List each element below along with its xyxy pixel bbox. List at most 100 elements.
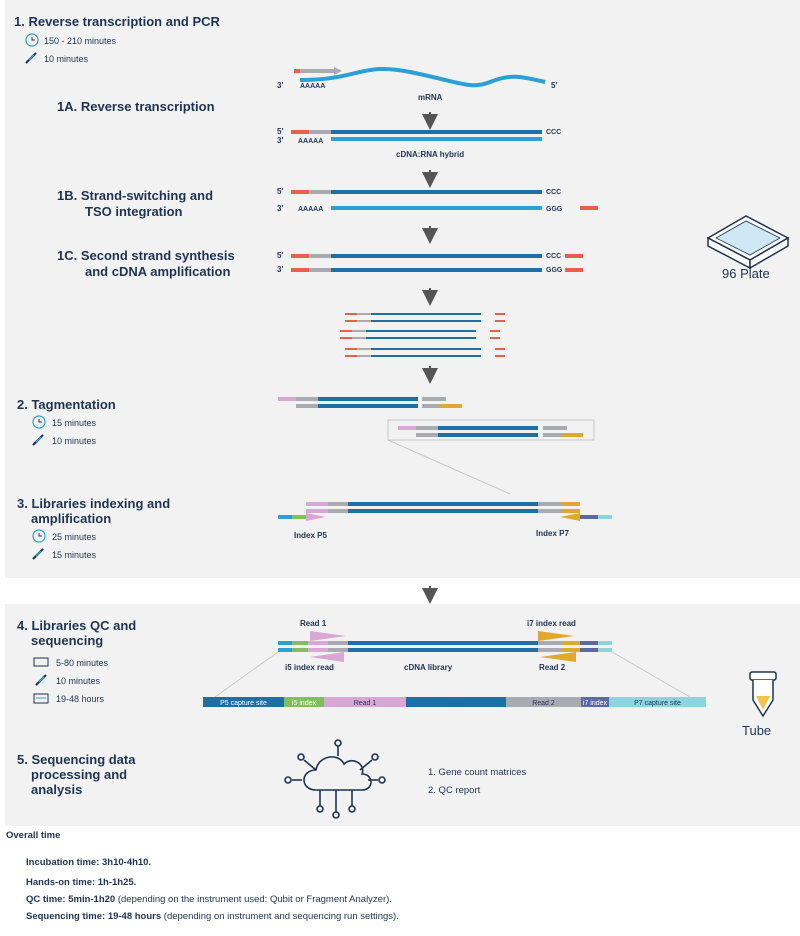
three-prime-label: 3' — [277, 265, 283, 274]
step3-title-line2: amplification — [31, 511, 112, 526]
library-segment — [406, 697, 506, 707]
three-prime-label: 3' — [277, 204, 283, 213]
step1c-title-line2: and cDNA amplification — [85, 264, 231, 279]
step3-title-line1: 3. Libraries indexing and — [17, 496, 171, 511]
sequencing-library — [214, 631, 691, 698]
five-prime-label: 5' — [277, 251, 283, 260]
ccc-label: CCC — [546, 189, 561, 196]
library-segment-label: P5 capture site — [220, 700, 267, 707]
ccc-label: CCC — [546, 129, 561, 136]
step5-title-line1: 5. Sequencing data — [17, 752, 136, 767]
tube-label: Tube — [742, 723, 772, 738]
library-segment-label: Read 1 — [354, 700, 377, 707]
read2-label: Read 2 — [539, 663, 566, 672]
footer-seq-rest: (depending on instrument and sequencing … — [161, 911, 399, 922]
hybrid-label: cDNA:RNA hybrid — [396, 150, 465, 159]
step5-title-line3: analysis — [31, 782, 83, 797]
copy-red-end — [490, 337, 500, 339]
copy-red-end — [495, 348, 505, 350]
ccc-label: CCC — [546, 253, 561, 260]
step1-handson: 10 minutes — [44, 54, 89, 64]
copy-blue — [371, 355, 481, 357]
copy-gray — [357, 348, 371, 350]
five-prime-label: 5' — [277, 187, 283, 196]
copy-gray — [352, 330, 366, 332]
output-qc-report: 2. QC report — [428, 785, 481, 796]
step3-incubation: 25 minutes — [52, 532, 97, 542]
pipette-fill — [28, 54, 35, 61]
library-segment-label: i5 index — [292, 700, 317, 707]
tso-strands — [291, 190, 598, 210]
copy-gray — [357, 355, 371, 357]
i7-read-label: i7 index read — [527, 619, 576, 628]
footer-incubation: Incubation time: 3h10-4h10. — [26, 857, 151, 868]
amplified-copies — [340, 313, 505, 357]
footer-seq-bold: Sequencing time: 19-48 hours — [26, 911, 162, 922]
library-segment — [609, 697, 706, 707]
clock-icon — [32, 529, 46, 543]
second-strand — [291, 254, 583, 272]
copy-gray — [357, 313, 371, 315]
plate-icon — [706, 215, 790, 270]
footer-handson-bold: Hands-on time: 1h-1h25. — [26, 877, 137, 888]
i5-read-label: i5 index read — [285, 663, 334, 672]
mrna-strand — [294, 67, 546, 88]
footer-qc-rest: (depending on the instrument used: Qubit… — [115, 894, 392, 905]
mrna-label: mRNA — [418, 93, 443, 102]
copy-gray — [352, 337, 366, 339]
step3-handson: 15 minutes — [52, 550, 97, 560]
step5-title-line2: processing and — [31, 767, 128, 782]
step1-title: 1. Reverse transcription and PCR — [14, 14, 220, 29]
step2-incubation: 15 minutes — [52, 418, 97, 428]
footer-handson: Hands-on time: 1h-1h25. — [26, 877, 136, 888]
step2-handson: 10 minutes — [52, 436, 97, 446]
step1a-title: 1A. Reverse transcription — [57, 99, 215, 114]
copy-red — [345, 355, 357, 357]
copy-red-end — [495, 355, 505, 357]
library-segment — [203, 697, 284, 707]
step4-title-line2: sequencing — [31, 633, 104, 648]
polya-label: AAAAA — [298, 138, 323, 145]
polya-label: AAAAA — [298, 206, 323, 213]
library-segment — [581, 697, 609, 707]
library-segment-label: cDNA — [447, 700, 466, 707]
sequencer-icon — [33, 693, 49, 704]
footer-title: Overall time — [6, 830, 61, 841]
three-prime-label: 3' — [277, 81, 283, 90]
footer-qc: QC time: 5min-1h20 (depending on the ins… — [26, 894, 392, 905]
library-segment-label: Read 2 — [532, 700, 555, 707]
footer-sequencing: Sequencing time: 19-48 hours (depending … — [26, 911, 399, 922]
footer-qc-bold: QC time: 5min-1h20 — [26, 894, 116, 905]
timing-icons — [25, 33, 49, 704]
footer-incubation-bold: Incubation time: 3h10-4h10. — [26, 857, 152, 868]
copy-blue — [366, 337, 476, 339]
copy-gray — [357, 320, 371, 322]
step4-qc-time: 5-80 minutes — [56, 658, 109, 668]
pipette-fill — [35, 550, 42, 557]
hybrid-strands — [291, 130, 542, 141]
clock-hand — [31, 37, 35, 41]
five-prime-label: 5' — [551, 81, 557, 90]
library-segment — [324, 697, 406, 707]
five-prime-label: 5' — [277, 127, 283, 136]
copy-blue — [366, 330, 476, 332]
tagmented-fragments — [278, 397, 595, 495]
clock-icon — [32, 415, 46, 429]
clock-hand — [38, 419, 42, 423]
step1c-title-line1: 1C. Second strand synthesis — [57, 248, 235, 263]
cdna-library-label: cDNA library — [404, 663, 453, 672]
copy-red — [345, 313, 357, 315]
step1-incubation: 150 - 210 minutes — [44, 36, 117, 46]
library-segment-label: P7 capture site — [634, 700, 681, 707]
index-p7-label: Index P7 — [536, 529, 569, 538]
read1-label: Read 1 — [300, 619, 327, 628]
indexed-library — [278, 502, 612, 521]
copy-red-end — [490, 330, 500, 332]
index-p5-label: Index P5 — [294, 531, 327, 540]
clock-icon — [25, 33, 39, 47]
clock-hand — [38, 533, 42, 537]
ggg-label: GGG — [546, 267, 563, 274]
